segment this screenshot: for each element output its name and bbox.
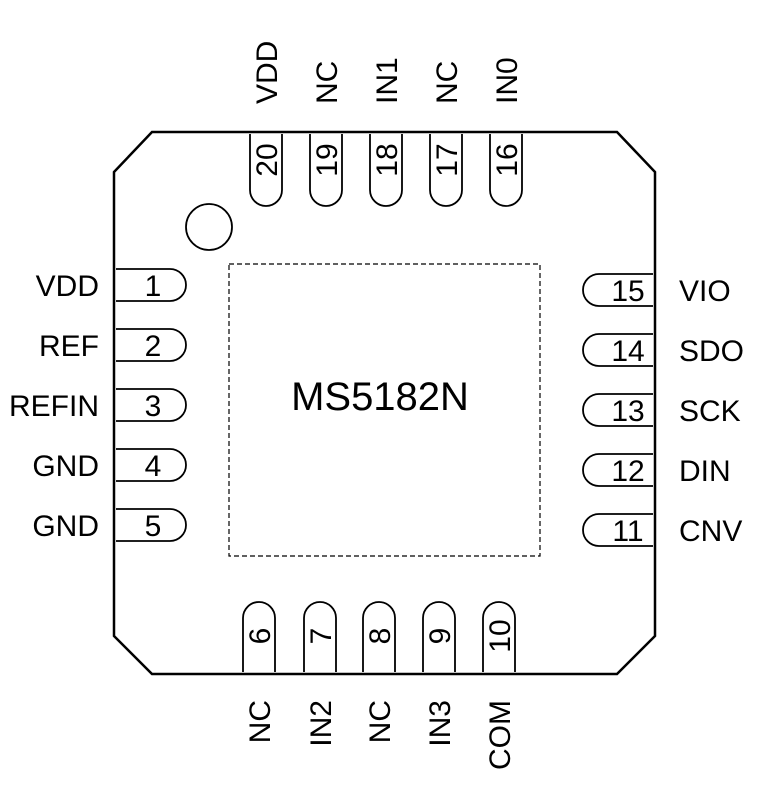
pin-number: 15	[611, 275, 644, 308]
pin-label: NC	[244, 700, 277, 743]
pin-14: 14 SDO	[582, 333, 744, 368]
pin-label: VDD	[251, 41, 284, 104]
pin-6: 6NC	[242, 601, 277, 743]
pin-label: CNV	[679, 515, 742, 548]
package-body	[112, 130, 657, 676]
pin-number: 7	[305, 628, 338, 645]
pin-pad	[422, 601, 456, 672]
pin-number: 13	[611, 395, 644, 428]
pin-number: 8	[364, 628, 397, 645]
chip-name: MS5182N	[291, 375, 469, 419]
pin-12: 12 DIN	[582, 453, 731, 488]
pin-3: 3 REFIN	[9, 388, 187, 423]
pin-number: 3	[145, 390, 162, 423]
pin-number: 11	[612, 515, 643, 548]
pin-number: 17	[431, 143, 464, 176]
pin-pad	[116, 388, 187, 422]
pin-pad	[582, 393, 653, 427]
pin-17: 17 NC	[429, 61, 464, 207]
exposed-pad-outline	[228, 263, 541, 557]
pin-8: 8NC	[362, 601, 397, 743]
pin-18: 18 IN1	[369, 57, 404, 207]
pin-4: 4 GND	[32, 448, 187, 483]
pin-2: 2 REF	[39, 328, 187, 363]
pin-11: 11 CNV	[582, 513, 742, 548]
pin-label: VDD	[36, 270, 99, 303]
pin-number: 16	[491, 143, 524, 176]
pin-pad	[582, 333, 653, 367]
pin-pad	[116, 508, 187, 542]
pin-label: REF	[39, 330, 99, 363]
pin-16: 16 IN0	[489, 57, 524, 207]
pin-number: 9	[424, 628, 457, 645]
pin-pad	[482, 601, 516, 672]
pin-19: 19 NC	[309, 61, 344, 207]
pin-pad	[582, 273, 653, 307]
pin-label: VIO	[679, 275, 731, 308]
pin-label: GND	[32, 450, 99, 483]
pin-pad	[582, 513, 653, 547]
pin-pad	[116, 268, 187, 302]
pin-pad	[429, 134, 463, 207]
pin-number: 18	[371, 143, 404, 176]
pin-13: 13 SCK	[582, 393, 741, 428]
pin-label: SCK	[679, 395, 741, 428]
pin-number: 14	[611, 335, 644, 368]
pin-pad	[362, 601, 396, 672]
pin-label: REFIN	[9, 390, 99, 423]
pin-pad	[303, 601, 337, 672]
pin-number: 5	[145, 510, 162, 543]
pin-pad	[242, 601, 276, 672]
pin-label: COM	[484, 700, 517, 770]
pin-pad	[116, 328, 187, 362]
pin-label: NC	[431, 61, 464, 104]
pin-pad	[369, 134, 403, 207]
pin-20: 20 VDD	[249, 41, 284, 207]
pin-5: 5 GND	[32, 508, 187, 543]
pin-number: 20	[251, 143, 284, 176]
pin-label: GND	[32, 510, 99, 543]
pins-layer: 1VDD2REF3REFIN4GND5GND6NC7IN28NC9IN310CO…	[9, 41, 744, 770]
pin-number: 1	[145, 270, 162, 303]
pin-pad	[489, 134, 523, 207]
pin-number: 2	[145, 330, 162, 363]
pin-number: 4	[145, 450, 162, 483]
pin-label: IN0	[491, 57, 524, 104]
pin-label: IN3	[424, 700, 457, 747]
pin-pad	[116, 448, 187, 482]
pin-label: IN2	[305, 700, 338, 747]
pin-1: 1 VDD	[36, 268, 187, 303]
pin-number: 6	[244, 628, 277, 645]
pin-number: 19	[311, 143, 344, 176]
pin-pad	[249, 134, 283, 207]
pin-label: IN1	[371, 57, 404, 104]
pin-label: NC	[364, 700, 397, 743]
pin-label: NC	[311, 61, 344, 104]
pin-15: 15 VIO	[582, 273, 731, 308]
pin-number: 10	[484, 619, 517, 652]
pin-label: DIN	[679, 455, 731, 488]
pin-label: SDO	[679, 335, 744, 368]
pin-pad	[582, 453, 653, 487]
pin-pad	[309, 134, 343, 207]
pin1-marker-dot	[185, 203, 233, 251]
pin-number: 12	[611, 455, 644, 488]
